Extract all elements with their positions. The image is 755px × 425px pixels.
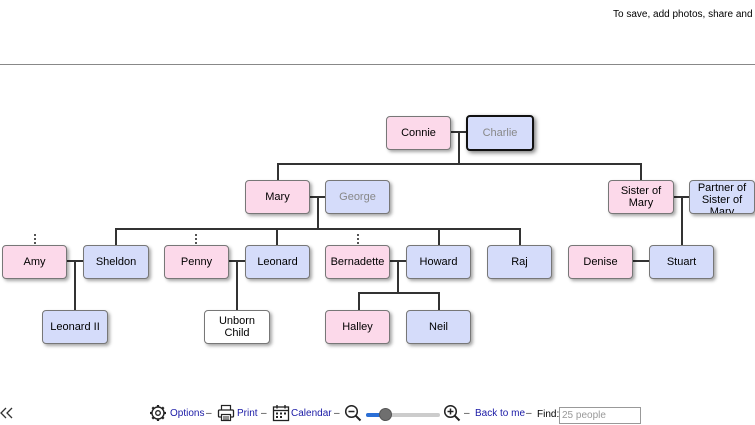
separator: – [464,408,470,419]
person-name: Unborn Child [218,315,256,339]
top-message: To save, add photos, share and do [613,9,755,20]
connector [640,163,642,180]
connector [115,228,520,230]
connector [633,260,649,262]
connector [458,132,460,164]
more-ancestors-indicator[interactable] [195,234,198,246]
person-halley[interactable]: Halley [325,310,390,344]
separator: – [206,408,212,419]
person-name: Denise [583,256,618,268]
connector [115,228,117,245]
more-ancestors-indicator[interactable] [357,234,360,246]
person-name: George [339,191,376,203]
printer-icon[interactable] [217,404,235,425]
separator: – [261,408,267,419]
person-howard[interactable]: Howard [406,245,471,279]
slider-thumb[interactable] [379,408,393,421]
slider-track [366,413,440,417]
connector [519,228,521,245]
person-sister-of-mary[interactable]: Sister of Mary [608,180,674,214]
print-link[interactable]: Print [237,408,258,419]
top-divider [0,64,755,65]
calendar-link[interactable]: Calendar [291,408,332,419]
person-penny[interactable]: Penny [164,245,229,279]
person-charlie[interactable]: Charlie [466,115,534,151]
person-raj[interactable]: Raj [487,245,552,279]
connector [358,292,439,294]
person-partner-of-sister-of-mary[interactable]: Partner of Sister of Mary [689,180,755,214]
separator: – [526,408,532,419]
person-name: Partner of Sister of Mary [697,182,747,214]
zoom-slider[interactable] [366,408,440,421]
connector [74,261,76,310]
double-chevron-left-icon[interactable] [0,406,14,422]
more-ancestors-indicator[interactable] [34,234,37,246]
connector [438,292,440,310]
person-name: Penny [180,256,213,268]
gear-icon[interactable] [149,404,167,425]
person-name: Leonard II [50,321,100,333]
person-mary[interactable]: Mary [245,180,310,214]
back-to-me-link[interactable]: Back to me [475,408,526,419]
connector [438,228,440,245]
separator: – [334,408,340,419]
person-neil[interactable]: Neil [406,310,471,344]
person-stuart[interactable]: Stuart [649,245,714,279]
connector [397,261,399,293]
person-name: Halley [342,321,373,333]
calendar-icon[interactable] [272,404,290,425]
find-label: Find: [537,409,560,420]
zoom-in-icon[interactable] [443,404,461,425]
person-bernadette[interactable]: Bernadette [325,245,390,279]
person-unborn-child[interactable]: Unborn Child [204,310,270,344]
person-name: Amy [23,256,46,268]
zoom-out-icon[interactable] [344,404,362,425]
person-name: Mary [265,191,290,203]
connector [681,197,683,245]
person-connie[interactable]: Connie [386,116,451,150]
person-name: Sheldon [95,256,137,268]
person-denise[interactable]: Denise [568,245,633,279]
connector [317,197,319,229]
person-leonard-ii[interactable]: Leonard II [42,310,108,344]
person-name: Sister of Mary [620,185,662,209]
find-input[interactable] [559,407,641,424]
person-name: Bernadette [330,256,385,268]
person-name: Charlie [482,127,518,139]
person-name: Leonard [257,256,298,268]
person-name: Raj [511,256,528,268]
person-name: Howard [419,256,458,268]
person-name: Neil [429,321,448,333]
person-george[interactable]: George [325,180,390,214]
slider-fill [366,413,386,417]
connector [277,163,279,180]
connector [236,261,238,310]
person-sheldon[interactable]: Sheldon [83,245,149,279]
person-amy[interactable]: Amy [2,245,67,279]
person-name: Connie [401,127,436,139]
bottom-toolbar: Options – Print – Calendar – [0,404,755,425]
connector [358,292,360,310]
connector [277,163,641,165]
options-link[interactable]: Options [170,408,205,419]
connector [276,228,278,245]
person-name: Stuart [666,256,697,268]
person-leonard[interactable]: Leonard [245,245,310,279]
